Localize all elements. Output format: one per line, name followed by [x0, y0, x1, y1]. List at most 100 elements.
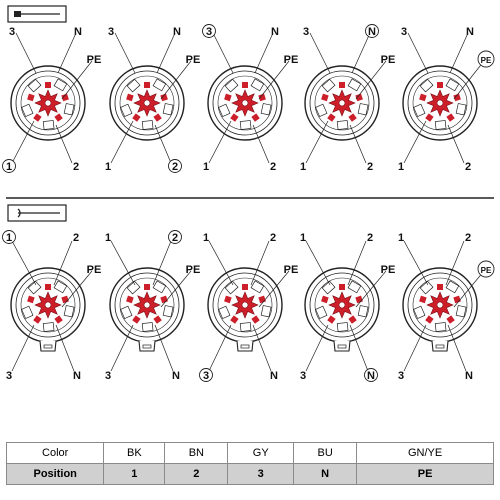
pin-label-pe-circle	[477, 260, 495, 278]
terminal-box	[434, 322, 447, 332]
inner-ring	[20, 75, 76, 131]
inner-ring	[119, 277, 175, 333]
insert-center	[241, 99, 249, 107]
color-cell-bn: BN	[164, 442, 229, 464]
leader-line	[309, 32, 331, 74]
insert-center	[241, 301, 249, 309]
latch-tab	[138, 340, 156, 352]
red-contact	[251, 315, 260, 324]
red-contact	[224, 295, 232, 304]
terminal-box	[53, 280, 68, 294]
terminal-box	[357, 305, 369, 318]
leader-line	[154, 124, 172, 164]
pin-label-1: 1	[105, 232, 111, 244]
pin-label-n: N	[270, 370, 278, 382]
leader-line	[156, 32, 176, 74]
pin-label-n: N	[368, 26, 376, 38]
pin-label-1: 1	[300, 161, 306, 173]
pin-label-pe: PE	[186, 264, 201, 276]
red-contact	[144, 284, 150, 290]
plug-pin-icon	[7, 5, 67, 23]
leader-line	[11, 120, 35, 164]
leader-line	[61, 60, 93, 100]
pin-label-2: 2	[270, 161, 276, 173]
red-contact	[160, 93, 168, 102]
leader-line	[212, 32, 234, 74]
terminal-box	[152, 280, 167, 294]
inner-ring	[15, 272, 81, 338]
pin-label-1: 1	[300, 232, 306, 244]
pin-label-pe: PE	[186, 54, 201, 66]
red-contact	[437, 82, 443, 88]
terminal-box	[27, 78, 42, 93]
latch-slot	[337, 344, 347, 349]
pin-label-3: 3	[108, 26, 114, 38]
terminal-box	[413, 103, 426, 118]
leader-line	[160, 60, 192, 100]
pin-label-2: 2	[367, 161, 373, 173]
leader-line	[55, 324, 75, 372]
leader-line	[55, 124, 73, 164]
pin-label-n: N	[173, 26, 181, 38]
leader-line	[160, 270, 192, 308]
leader-line	[403, 240, 429, 286]
pin-label-pe: PE	[284, 264, 299, 276]
terminal-box	[53, 78, 68, 92]
leader-line	[403, 324, 427, 372]
position-cell-pe: PE	[356, 463, 494, 485]
terminal-box	[434, 120, 447, 130]
terminal-box	[152, 78, 167, 92]
inner-ring	[114, 272, 180, 338]
pin-label-1: 1	[203, 232, 209, 244]
pin-label-n: N	[465, 370, 473, 382]
terminal-box	[347, 280, 362, 294]
pin-label-pe: PE	[481, 56, 492, 65]
red-contact	[224, 93, 232, 102]
terminal-box	[141, 120, 154, 130]
insert-center	[143, 99, 151, 107]
leader-line	[53, 240, 73, 286]
terminal-box	[42, 120, 55, 130]
pin-label-3-circle	[199, 368, 213, 382]
inner-ring	[217, 75, 273, 131]
pin-label-1: 1	[6, 161, 12, 173]
terminal-box	[260, 103, 272, 116]
latch-slot	[240, 344, 250, 349]
leader-line	[447, 124, 465, 164]
latch-slot	[142, 344, 152, 349]
color-position-table: Color BK BN GY BU GN/YE Position 1 2 3 N…	[5, 442, 494, 485]
pin-label-3: 3	[105, 370, 111, 382]
insert-center	[436, 99, 444, 107]
leader-line	[11, 324, 35, 372]
position-header: Position	[5, 463, 105, 485]
inner-ring	[20, 277, 76, 333]
pin-label-2: 2	[73, 161, 79, 173]
leader-line	[110, 120, 134, 164]
leader-line	[258, 270, 290, 308]
pin-label-3: 3	[300, 370, 306, 382]
terminal-box	[347, 78, 362, 92]
leader-line	[15, 32, 37, 74]
leader-line	[110, 240, 136, 286]
terminal-box	[218, 103, 231, 118]
terminal-box	[336, 120, 349, 130]
leader-line	[453, 60, 485, 100]
red-contact	[339, 82, 345, 88]
red-contact	[355, 93, 363, 102]
pin-label-2: 2	[73, 232, 79, 244]
leader-line	[349, 124, 367, 164]
pin-label-1-circle	[2, 230, 16, 244]
position-cell-2: 2	[164, 463, 229, 485]
pin-label-2: 2	[367, 232, 373, 244]
pin-label-1: 1	[105, 161, 111, 173]
terminal-box	[239, 120, 252, 130]
insert-center	[143, 301, 151, 309]
leader-line	[447, 324, 467, 372]
red-contact	[61, 93, 69, 102]
red-contact	[54, 315, 63, 324]
inner-ring	[212, 272, 278, 338]
pin-label-3: 3	[398, 370, 404, 382]
leader-line	[114, 32, 136, 74]
